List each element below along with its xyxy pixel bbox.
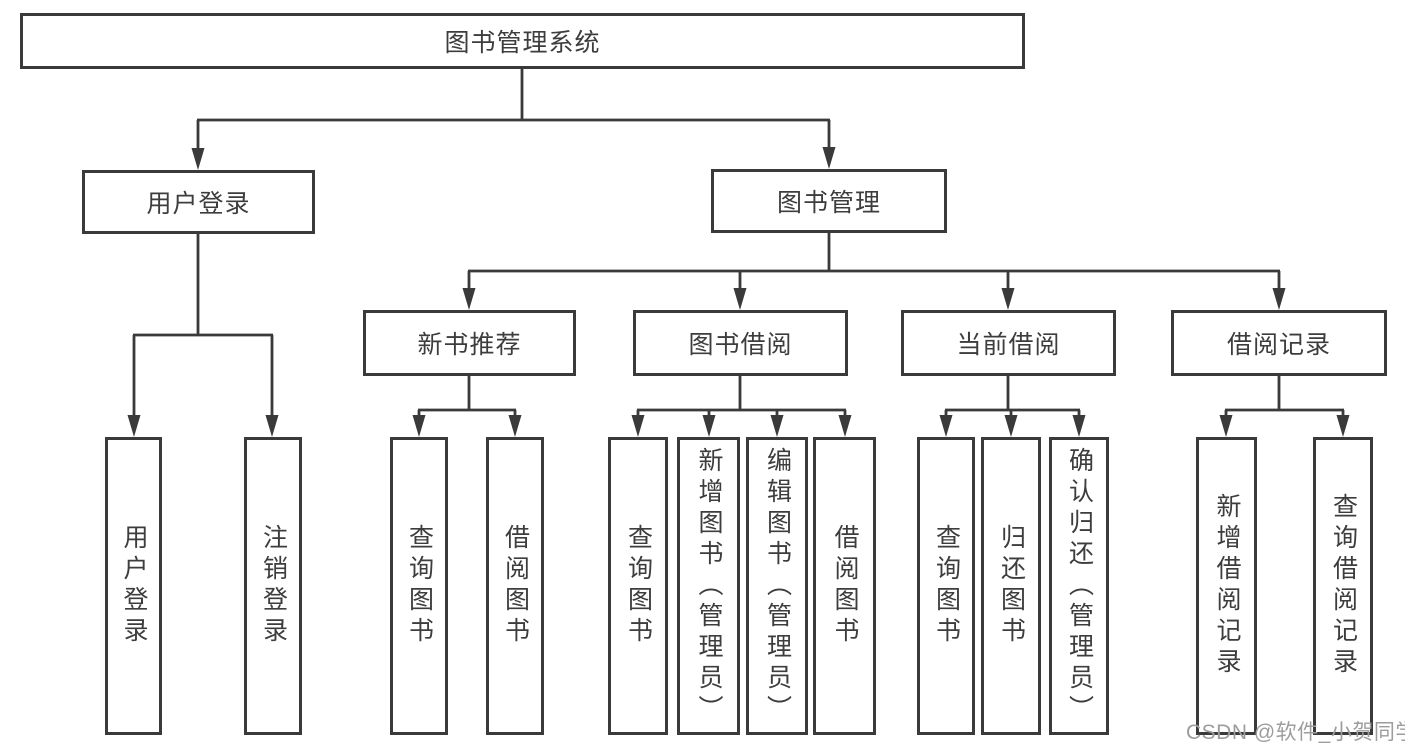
arrow-down-icon — [733, 288, 747, 310]
arrow-down-icon — [838, 415, 852, 437]
arrow-down-icon — [1336, 415, 1350, 437]
node-label: 借阅图书 — [501, 524, 530, 648]
node-label: 查询图书 — [624, 524, 653, 648]
arrow-down-icon — [1272, 288, 1286, 310]
node-label: 注销登录 — [259, 524, 288, 648]
node-library-management-system: 图书管理系统 — [20, 13, 1025, 69]
arrow-down-icon — [1219, 415, 1233, 437]
connector-book-borrowing-children — [631, 376, 852, 437]
node-current-borrowing: 当前借阅 — [901, 310, 1116, 376]
arrow-down-icon — [702, 415, 716, 437]
arrow-down-icon — [412, 415, 426, 437]
node-label: 当前借阅 — [956, 331, 1061, 359]
node-new-book-recommend: 新书推荐 — [363, 310, 576, 376]
arrow-down-icon — [939, 415, 953, 437]
node-label: 新书推荐 — [417, 331, 522, 359]
arrow-down-icon — [127, 415, 141, 437]
node-label: 图书借阅 — [688, 331, 793, 359]
node-label: 图书管理 — [776, 189, 881, 217]
connector-borrowing-records-children — [1219, 376, 1350, 437]
node-query-books-recommend: 查询图书 — [390, 437, 448, 735]
arrow-down-icon — [770, 415, 784, 437]
node-user-login-leaf: 用户登录 — [105, 437, 162, 735]
node-confirm-return-admin: 确认归还（管理员） — [1049, 437, 1109, 735]
node-label: 借阅记录 — [1226, 331, 1331, 359]
node-label: 用户登录 — [146, 190, 251, 218]
node-query-books-borrowing: 查询图书 — [608, 437, 668, 735]
arrow-down-icon — [191, 148, 205, 170]
node-book-management: 图书管理 — [711, 169, 947, 233]
arrow-down-icon — [462, 288, 476, 310]
node-add-borrow-record: 新增借阅记录 — [1196, 437, 1257, 735]
connector-root-to-level2 — [191, 69, 836, 170]
node-label: 用户登录 — [120, 524, 148, 648]
node-label: 查询图书 — [405, 524, 434, 648]
node-label: 图书管理系统 — [444, 29, 601, 57]
arrow-down-icon — [1004, 415, 1018, 437]
connector-book-management-children — [462, 233, 1286, 310]
node-label: 新增借阅记录 — [1213, 493, 1241, 679]
node-query-books-current: 查询图书 — [917, 437, 975, 735]
node-book-borrowing: 图书借阅 — [633, 310, 848, 376]
node-borrowing-records: 借阅记录 — [1171, 310, 1387, 376]
node-add-book-admin: 新增图书（管理员） — [677, 437, 740, 735]
arrow-down-icon — [631, 415, 645, 437]
arrow-down-icon — [1001, 288, 1015, 310]
arrow-down-icon — [508, 415, 522, 437]
node-label: 新增图书（管理员） — [695, 446, 723, 726]
csdn-watermark: CSDN @软件_小贺同学 — [1186, 721, 1405, 744]
node-logout: 注销登录 — [244, 437, 302, 735]
arrow-down-icon — [265, 415, 279, 437]
node-label: 确认归还（管理员） — [1065, 446, 1094, 726]
arrow-down-icon — [822, 147, 836, 169]
node-label: 编辑图书（管理员） — [763, 446, 792, 726]
node-borrow-books-recommend: 借阅图书 — [486, 437, 544, 735]
arrow-down-icon — [1072, 415, 1086, 437]
node-borrow-books: 借阅图书 — [813, 437, 876, 735]
node-edit-book-admin: 编辑图书（管理员） — [746, 437, 808, 735]
connector-current-borrowing-children — [939, 376, 1086, 437]
node-user-login: 用户登录 — [82, 170, 315, 234]
node-label: 查询借阅记录 — [1329, 493, 1358, 679]
connector-user-login-children — [127, 234, 279, 437]
node-label: 借阅图书 — [831, 524, 859, 648]
connector-new-book-recommend-children — [412, 376, 522, 437]
node-label: 归还图书 — [997, 524, 1026, 648]
node-return-book: 归还图书 — [981, 437, 1041, 735]
node-query-borrow-record: 查询借阅记录 — [1313, 437, 1373, 735]
node-label: 查询图书 — [932, 524, 961, 648]
